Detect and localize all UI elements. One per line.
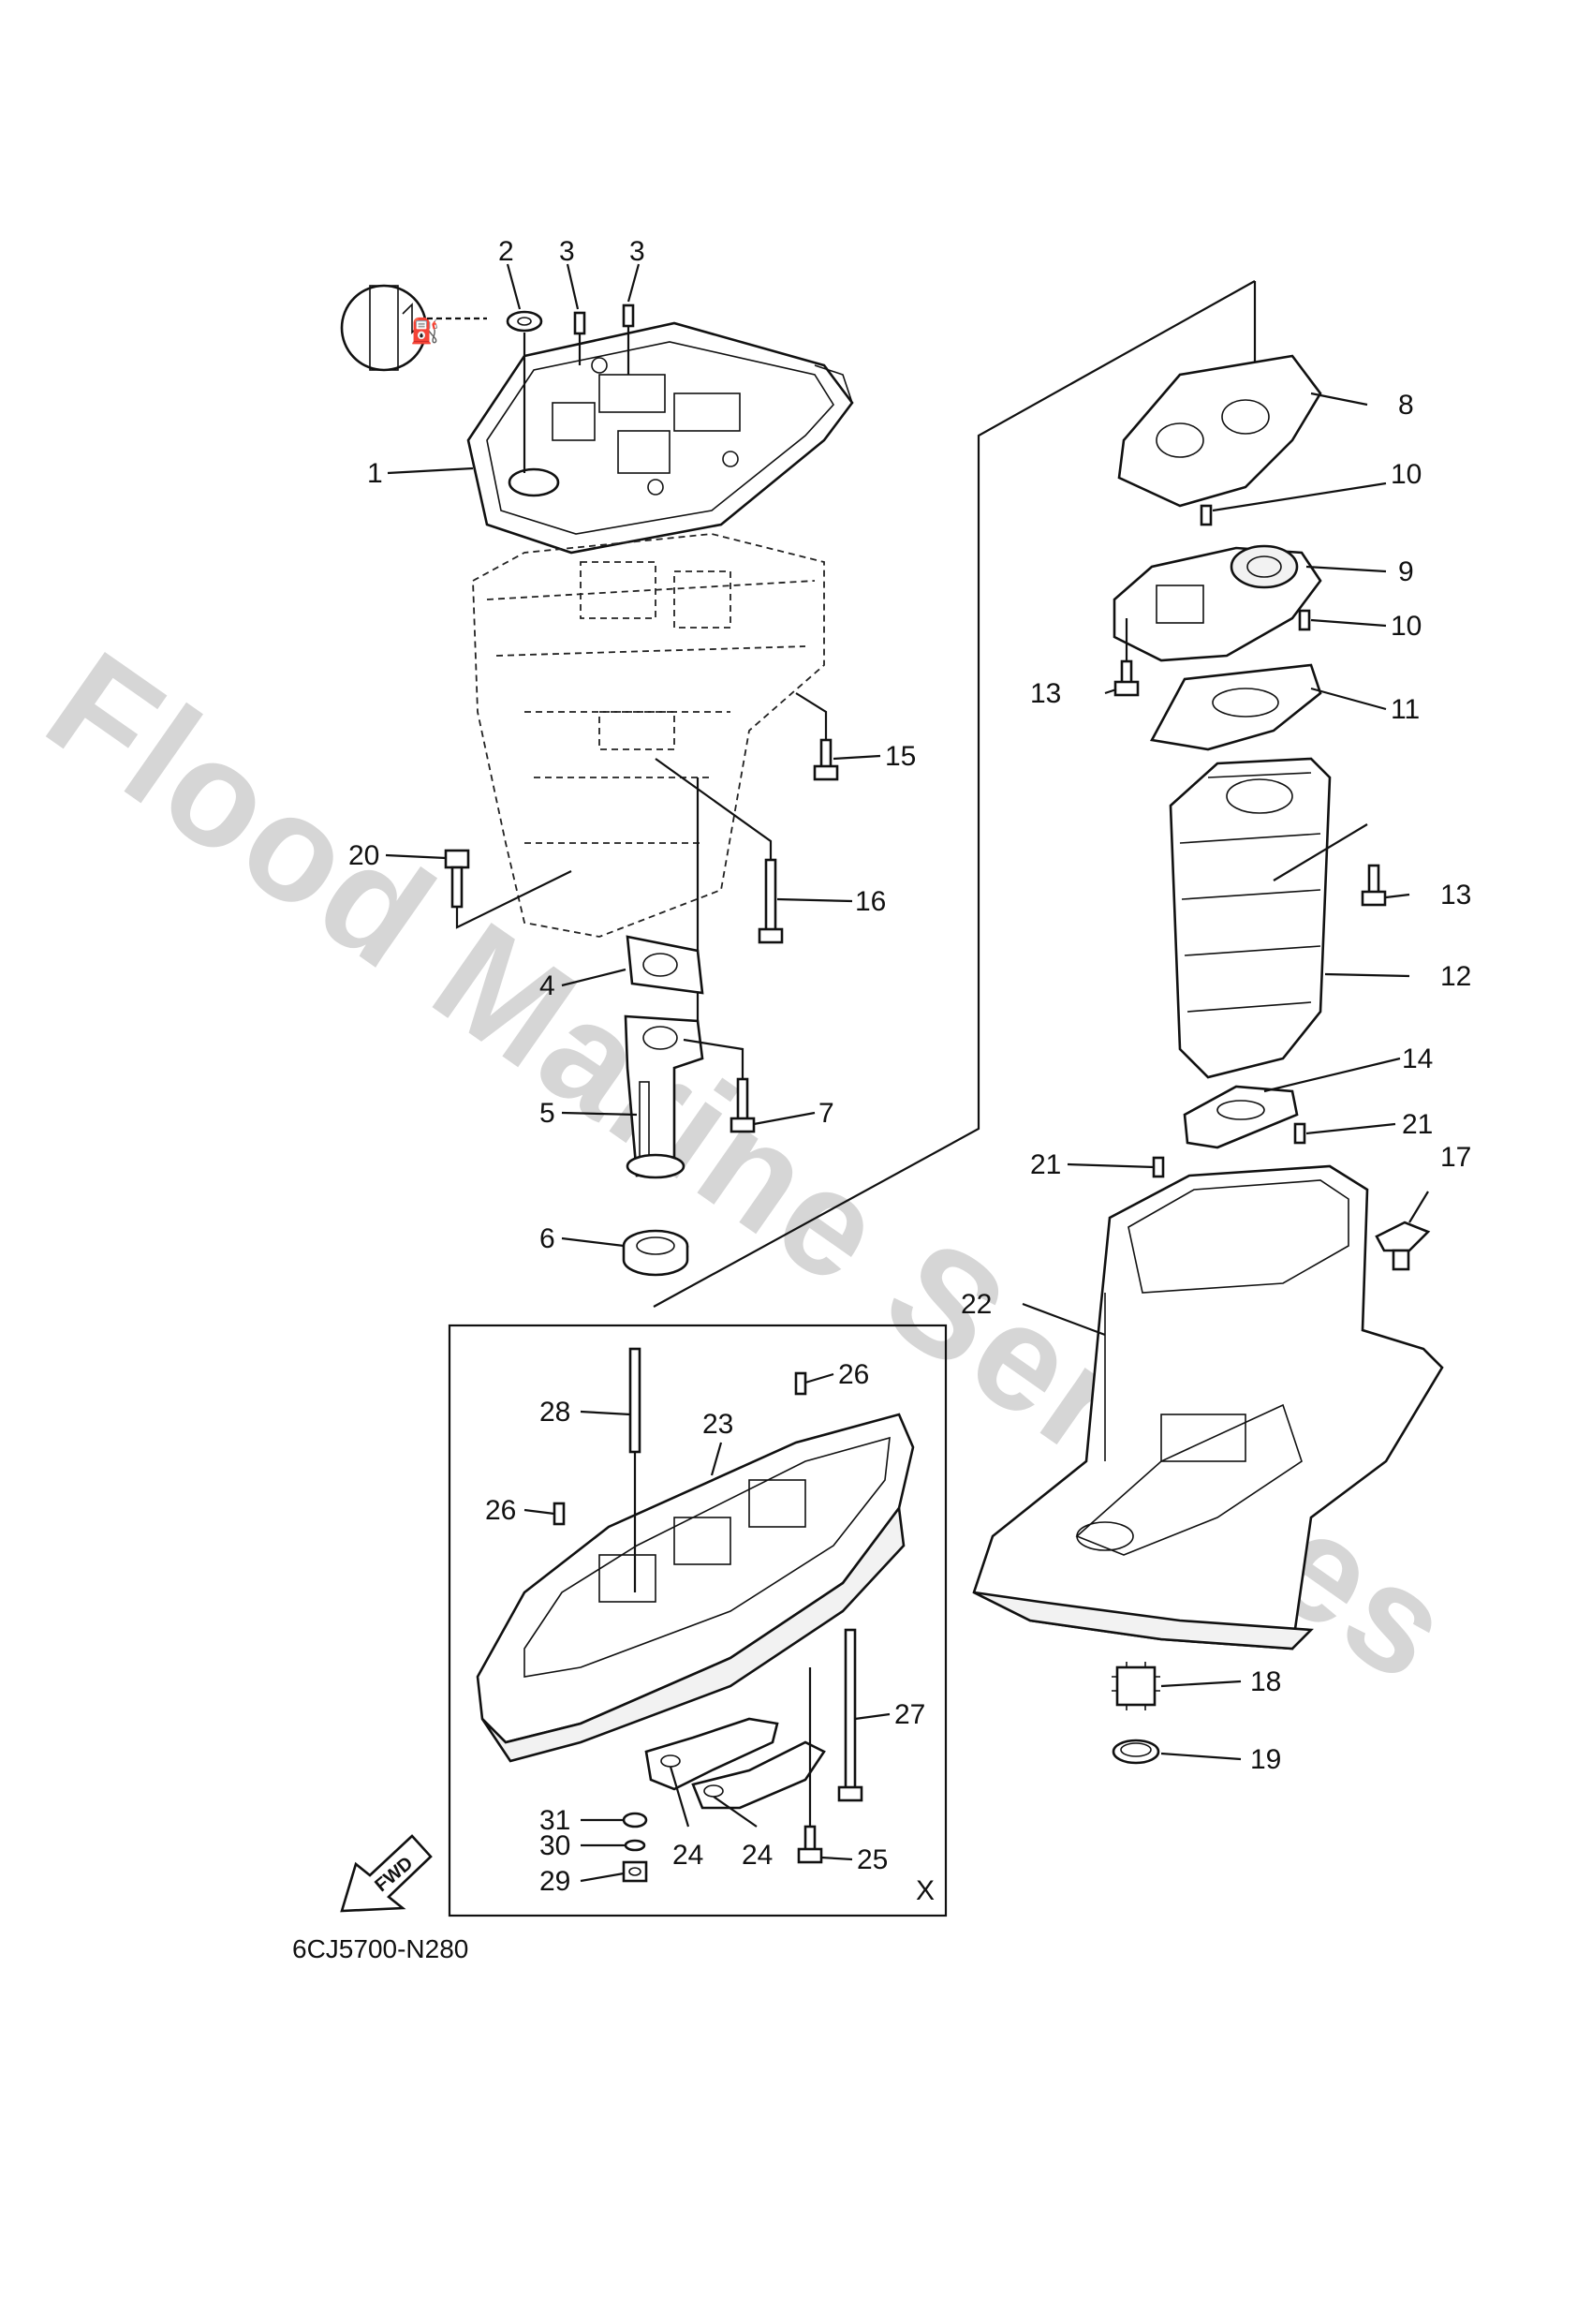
callout-10b: 10 [1391,611,1422,642]
callout-30: 30 [539,1830,570,1861]
assembly-bracket-line [653,280,1257,1308]
part-2-washer [506,310,543,473]
callout-5: 5 [539,1098,555,1129]
callout-3a: 3 [559,236,575,267]
upper-casing [466,321,854,555]
part-31-washer [622,1812,648,1828]
part-30-lockwasher [624,1839,646,1852]
part-23-cover [476,1413,915,1763]
callout-25: 25 [857,1844,888,1875]
part-14-seal [1183,1085,1299,1149]
callout-10a: 10 [1391,459,1422,490]
part-19-ring [1112,1739,1160,1765]
part-17-cap [1375,1221,1431,1271]
part-15-bolt [795,692,839,781]
part-3-pins [573,303,635,375]
callout-21a: 21 [1402,1109,1433,1140]
diagram-code: 6CJ5700-N280 [292,1934,468,1963]
callout-17: 17 [1440,1142,1471,1173]
part-5-housing [624,1014,704,1179]
callout-31: 31 [539,1805,570,1836]
part-20-bolt [444,849,572,929]
callout-26a: 26 [838,1359,869,1390]
callout-12: 12 [1440,961,1471,992]
inset-box: X [448,1324,948,1917]
callout-13a: 13 [1030,678,1061,709]
part-24-brackets [644,1717,826,1810]
part-29-nut [622,1860,648,1883]
part-10-pins [1200,504,1311,631]
callout-2: 2 [498,236,514,267]
callout-27: 27 [894,1699,925,1730]
callout-26b: 26 [485,1495,516,1526]
callout-16: 16 [855,886,886,917]
part-9-exhaust-guide [1113,544,1322,662]
callout-18: 18 [1250,1666,1281,1697]
part-28-stud [628,1347,641,1592]
callout-8: 8 [1398,390,1414,421]
leader-lines [385,263,1429,1883]
part-11-gasket [1149,663,1322,751]
callout-22: 22 [961,1289,992,1320]
part-6-seal [622,1229,689,1277]
part-27-bolt [837,1628,863,1802]
callout-13b: 13 [1440,880,1471,910]
callout-14: 14 [1402,1044,1433,1074]
callout-21b: 21 [1030,1149,1061,1180]
part-8-gasket [1117,354,1322,508]
callout-29: 29 [539,1866,570,1897]
part-12-exhaust-manifold [1169,757,1368,1079]
part-7-bolt [683,1038,756,1133]
callout-7: 7 [818,1098,834,1129]
callout-24b: 24 [742,1840,773,1871]
callout-19: 19 [1250,1744,1281,1775]
callout-3b: 3 [629,236,645,267]
part-13-bolt-upper [1113,618,1140,697]
callout-numbers: 1 2 3 3 4 5 6 7 8 9 10 10 11 12 13 13 14… [348,236,1471,1897]
part-18-gear [1112,1662,1160,1710]
grease-icon: ⛽ [410,317,440,345]
part-22-lower-casing [972,1164,1444,1650]
part-4-gasket [626,935,704,995]
callout-4: 4 [539,970,555,1001]
callout-28: 28 [539,1397,570,1428]
part-25-bolt [797,1667,823,1864]
callout-11: 11 [1391,694,1420,725]
callout-20: 20 [348,840,379,871]
callout-15: 15 [885,741,916,772]
fwd-arrow-icon: FWD [340,1834,433,1913]
part-13-bolt-right [1361,864,1387,907]
callout-24a: 24 [672,1840,703,1871]
grease-inset: ⛽ [340,284,487,372]
inset-marker: X [916,1875,935,1906]
callout-9: 9 [1398,556,1414,587]
callout-6: 6 [539,1223,555,1254]
callout-1: 1 [367,458,383,489]
callout-23: 23 [702,1409,733,1440]
part-16-bolt [655,758,784,1049]
